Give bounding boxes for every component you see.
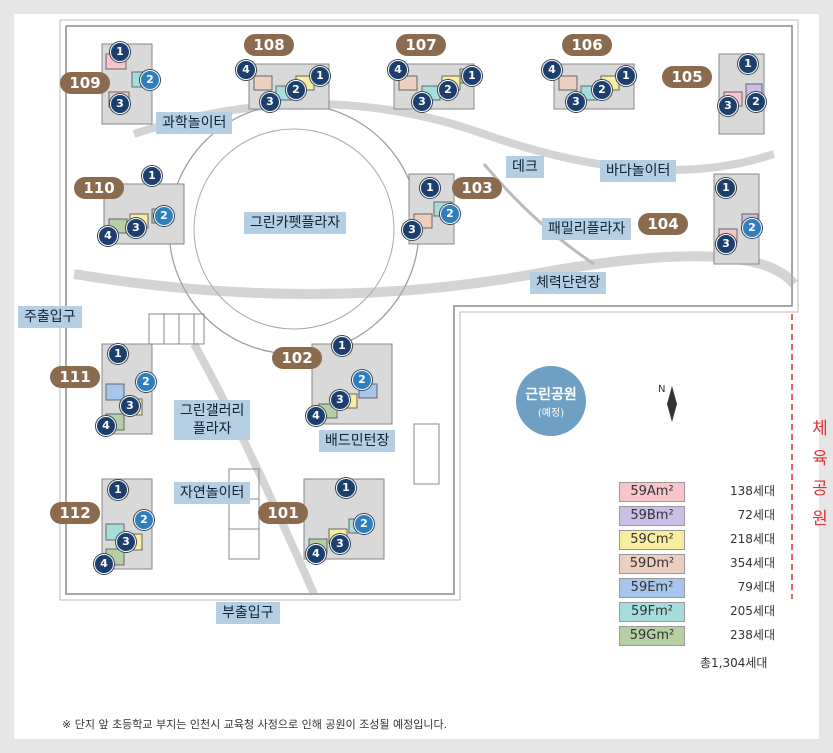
legend-row: 59Cm² 218세대 xyxy=(619,530,779,550)
unit-marker: 3 xyxy=(716,234,736,254)
unit-marker: 2 xyxy=(352,370,372,390)
legend-row: 59Bm² 72세대 xyxy=(619,506,779,526)
green-gallery-plaza-label: 그린갤러리 플라자 xyxy=(174,400,251,440)
building-103-label: 103 xyxy=(452,177,502,199)
unit-marker: 1 xyxy=(332,336,352,356)
building-112-label: 112 xyxy=(50,502,100,524)
legend-swatch: 59Gm² xyxy=(619,626,685,646)
legend-swatch: 59Dm² xyxy=(619,554,685,574)
unit-marker: 1 xyxy=(108,480,128,500)
unit-marker: 4 xyxy=(306,406,326,426)
legend-swatch: 59Bm² xyxy=(619,506,685,526)
unit-marker: 4 xyxy=(388,60,408,80)
legend-total: 총1,304세대 xyxy=(700,656,768,670)
unit-marker: 3 xyxy=(718,96,738,116)
legend-count: 205세대 xyxy=(730,604,775,618)
legend-row: 59Dm² 354세대 xyxy=(619,554,779,574)
green-carpet-plaza-label: 그린카펫플라자 xyxy=(244,212,347,234)
unit-marker: 3 xyxy=(116,532,136,552)
unit-marker: 3 xyxy=(412,92,432,112)
sports-park-char: 원 xyxy=(812,509,828,529)
unit-marker: 2 xyxy=(286,80,306,100)
unit-marker: 1 xyxy=(420,178,440,198)
unit-marker: 1 xyxy=(716,178,736,198)
unit-marker: 2 xyxy=(440,204,460,224)
unit-marker: 3 xyxy=(566,92,586,112)
unit-marker: 2 xyxy=(154,206,174,226)
legend-row: 59Gm² 238세대 xyxy=(619,626,779,646)
unit-marker: 3 xyxy=(110,94,130,114)
legend-swatch: 59Fm² xyxy=(619,602,685,622)
unit-marker: 3 xyxy=(120,396,140,416)
building-111-label: 111 xyxy=(50,366,100,388)
unit-marker: 4 xyxy=(96,416,116,436)
unit-marker: 2 xyxy=(134,510,154,530)
unit-marker: 4 xyxy=(98,226,118,246)
unit-marker: 4 xyxy=(236,60,256,80)
family-plaza-label: 패밀리플라자 xyxy=(542,218,632,240)
footnote: ※ 단지 앞 초등학교 부지는 인천시 교육청 사정으로 인해 공원이 조성될 … xyxy=(62,718,448,731)
unit-marker: 4 xyxy=(542,60,562,80)
unit-marker: 1 xyxy=(110,42,130,62)
unit-marker: 3 xyxy=(126,218,146,238)
legend-swatch: 59Am² xyxy=(619,482,685,502)
unit-marker: 2 xyxy=(592,80,612,100)
legend-swatch: 59Cm² xyxy=(619,530,685,550)
legend-row: 59Fm² 205세대 xyxy=(619,602,779,622)
unit-marker: 3 xyxy=(402,220,422,240)
legend-count: 72세대 xyxy=(737,508,775,522)
building-102-label: 102 xyxy=(272,347,322,369)
site-plan: N 109 108 107 106 105 110 103 104 111 10… xyxy=(14,14,828,739)
unit-marker: 1 xyxy=(336,478,356,498)
legend-count: 354세대 xyxy=(730,556,775,570)
badminton-court-label: 배드민턴장 xyxy=(319,430,396,452)
north-arrow: N xyxy=(658,384,677,422)
building-104-label: 104 xyxy=(638,213,688,235)
unit-marker: 1 xyxy=(738,54,758,74)
legend-row: 59Em² 79세대 xyxy=(619,578,779,598)
unit-marker: 1 xyxy=(310,66,330,86)
neighborhood-park-label: 근린공원 (예정) xyxy=(516,366,586,436)
building-101-label: 101 xyxy=(258,502,308,524)
legend-count: 79세대 xyxy=(737,580,775,594)
unit-marker: 1 xyxy=(142,166,162,186)
building-107-label: 107 xyxy=(396,34,446,56)
sports-park-char: 육 xyxy=(812,449,828,469)
unit-marker: 1 xyxy=(108,344,128,364)
building-108-label: 108 xyxy=(244,34,294,56)
unit-marker: 2 xyxy=(136,372,156,392)
sea-playground-label: 바다놀이터 xyxy=(600,160,677,182)
unit-marker: 4 xyxy=(306,544,326,564)
legend-swatch: 59Em² xyxy=(619,578,685,598)
unit-marker: 3 xyxy=(330,390,350,410)
svg-text:N: N xyxy=(658,384,665,395)
unit-marker: 2 xyxy=(742,218,762,238)
unit-marker: 4 xyxy=(94,554,114,574)
legend-count: 138세대 xyxy=(730,484,775,498)
sports-park-char: 공 xyxy=(812,479,828,499)
sports-park-char: 체 xyxy=(812,419,828,439)
unit-marker: 2 xyxy=(438,80,458,100)
building-106-label: 106 xyxy=(562,34,612,56)
legend-row: 59Am² 138세대 xyxy=(619,482,779,502)
building-110-label: 110 xyxy=(74,177,124,199)
sub-entrance-label: 부출입구 xyxy=(216,602,280,624)
unit-marker: 3 xyxy=(330,534,350,554)
building-109-label: 109 xyxy=(60,72,110,94)
unit-marker: 2 xyxy=(354,514,374,534)
unit-marker: 1 xyxy=(462,66,482,86)
nature-playground-label: 자연놀이터 xyxy=(174,482,251,504)
unit-marker: 1 xyxy=(616,66,636,86)
legend-count: 238세대 xyxy=(730,628,775,642)
unit-marker: 2 xyxy=(140,70,160,90)
main-entrance-label: 주출입구 xyxy=(18,306,82,328)
unit-marker: 3 xyxy=(260,92,280,112)
science-playground-label: 과학놀이터 xyxy=(156,112,233,134)
building-105-label: 105 xyxy=(662,66,712,88)
deck-label: 데크 xyxy=(506,156,544,178)
legend-count: 218세대 xyxy=(730,532,775,546)
unit-marker: 2 xyxy=(746,92,766,112)
fitness-area-label: 체력단련장 xyxy=(530,272,607,294)
